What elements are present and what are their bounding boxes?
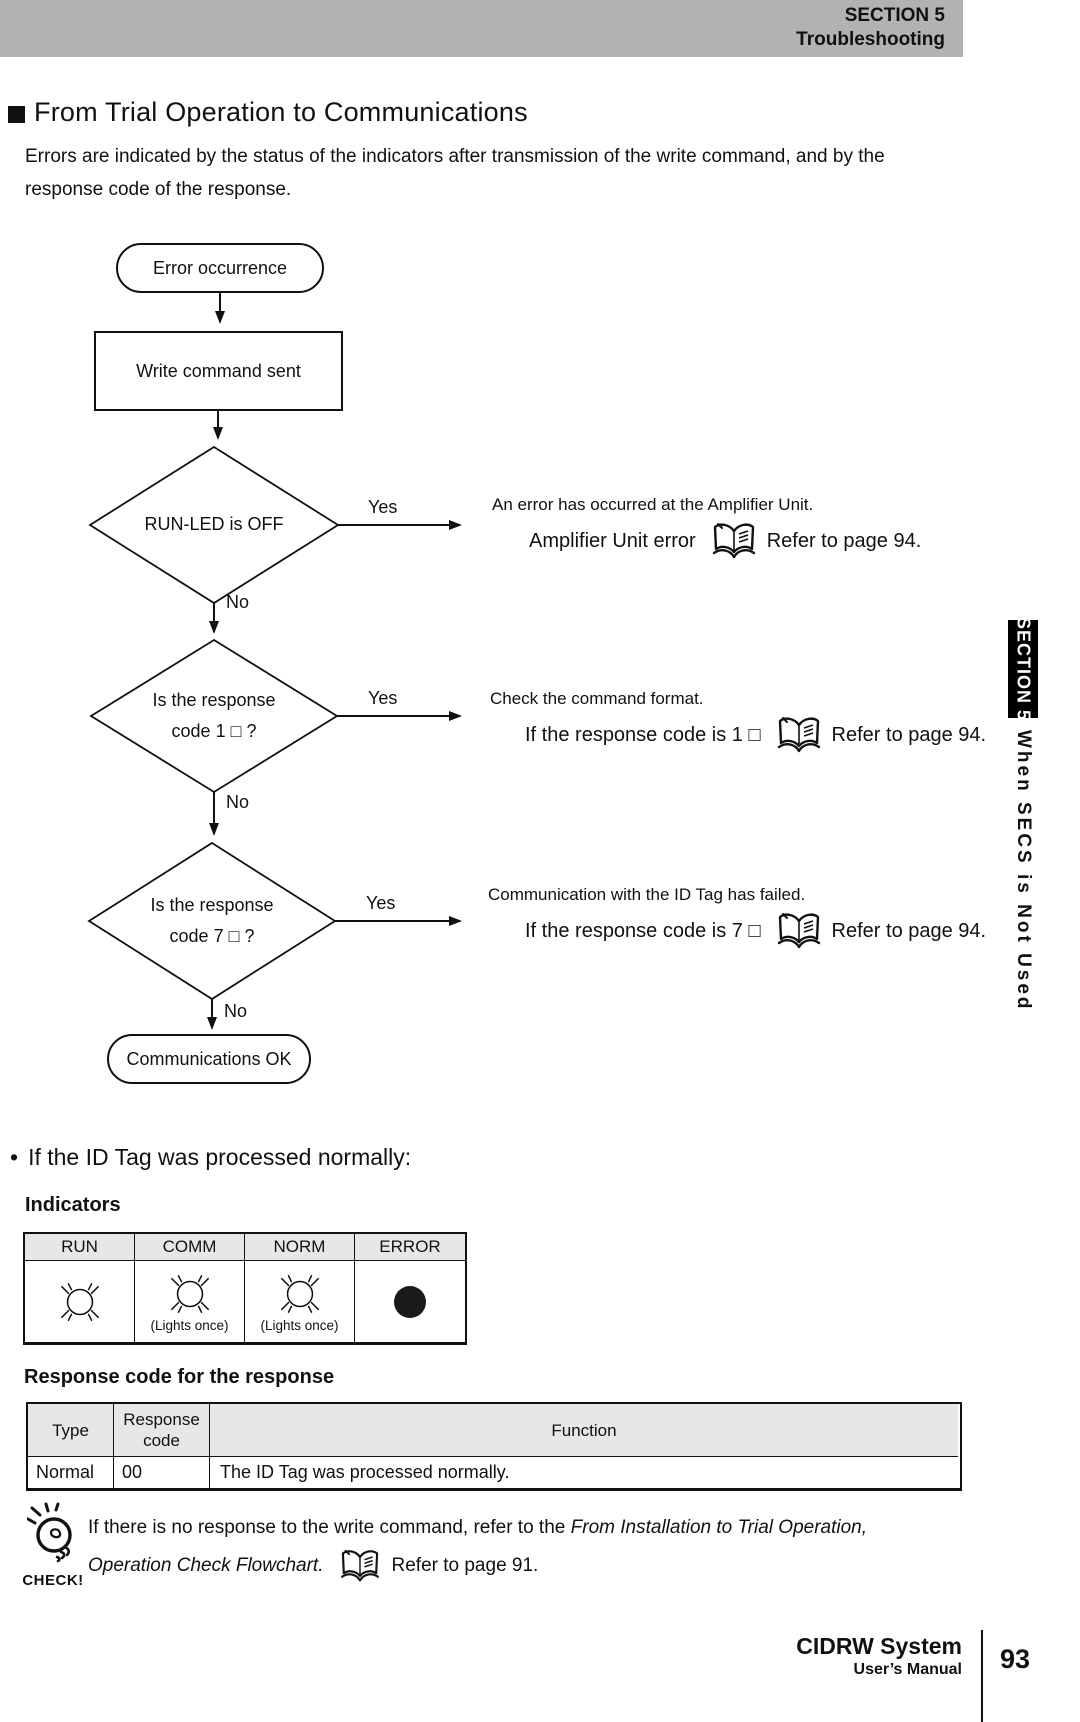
response-col-code: Response code: [114, 1404, 210, 1457]
response-col-function: Function: [210, 1404, 958, 1457]
book-icon: [712, 523, 755, 559]
branch1-refer: Refer to page 94.: [766, 529, 922, 552]
flow-step-label: Write command sent: [136, 361, 301, 381]
response-row-code: 00: [114, 1457, 210, 1488]
footer-product: CIDRW System: [796, 1633, 962, 1659]
lamp-lit-icon: [280, 1274, 319, 1313]
lamp-off-icon: [394, 1285, 426, 1318]
flow-start-label: Error occurrence: [152, 258, 288, 278]
indicators-table: RUN COMM NORM ERROR (Lights once) (Light…: [23, 1232, 467, 1345]
branch2-action: If the response code is 1 □: [525, 723, 761, 746]
indicators-col-error: ERROR: [355, 1234, 465, 1261]
no2-label: No: [226, 792, 250, 812]
no3-label: No: [224, 1001, 248, 1021]
intro-paragraph: Errors are indicated by the status of th…: [25, 146, 885, 200]
response-row-function: The ID Tag was processed normally.: [220, 1462, 510, 1482]
check-line2-refer: Refer to page 91.: [391, 1555, 539, 1576]
branch2-annotation: Check the command format. If the respons…: [490, 688, 986, 755]
check-line1: If there is no response to the write com…: [88, 1517, 571, 1538]
flow-end-label: Communications OK: [126, 1049, 292, 1069]
indicator-cell-run: [25, 1261, 135, 1342]
indicators-col-comm: COMM: [135, 1234, 245, 1261]
footer-page-number: 93: [1000, 1644, 1031, 1674]
book-icon: [777, 717, 820, 753]
response-row-type: Normal: [28, 1457, 114, 1488]
no1-label: No: [226, 592, 250, 612]
indicator-cell-error: [355, 1261, 465, 1342]
yes2-label: Yes: [368, 688, 398, 708]
branch1-note: An error has occurred at the Amplifier U…: [492, 495, 814, 514]
branch3-annotation: Communication with the ID Tag has failed…: [488, 884, 986, 951]
response-code-table: Type Response code Function Normal 00 Th…: [26, 1402, 962, 1491]
page-header-bar: SECTION 5 Troubleshooting: [0, 0, 963, 57]
flow-decision2-label: Is the response code 1 □ ?: [152, 690, 276, 741]
response-col-type: Type: [28, 1404, 114, 1457]
yes3-label: Yes: [366, 893, 396, 913]
footer-manual: User’s Manual: [853, 1661, 962, 1678]
indicator-cell-comm: (Lights once): [135, 1261, 245, 1342]
check-bulb-icon: [26, 1502, 72, 1563]
indicators-col-run: RUN: [25, 1234, 135, 1261]
header-section-label: SECTION 5: [844, 5, 945, 26]
branch2-note: Check the command format.: [490, 689, 704, 708]
branch3-action: If the response code is 7 □: [525, 919, 761, 942]
flow-decision1-label: RUN-LED is OFF: [144, 514, 284, 534]
lamp-lit-icon: [170, 1274, 209, 1313]
book-icon: [777, 913, 820, 949]
header-text: SECTION 5 Troubleshooting: [796, 4, 945, 52]
branch3-note: Communication with the ID Tag has failed…: [488, 885, 806, 904]
indicator-caption: (Lights once): [260, 1317, 339, 1333]
branch1-annotation: An error has occurred at the Amplifier U…: [492, 494, 921, 561]
indicators-col-norm: NORM: [245, 1234, 355, 1261]
square-bullet-icon: [8, 105, 25, 123]
check-line2-italic: Operation Check Flowchart.: [88, 1555, 324, 1576]
indicators-heading: Indicators: [25, 1194, 121, 1216]
indicator-cell-norm: (Lights once): [245, 1261, 355, 1342]
branch1-action: Amplifier Unit error: [529, 529, 696, 552]
flow-decision3-label: Is the response code 7 □ ?: [150, 895, 274, 946]
check-note-icon-wrap: CHECK!: [22, 1502, 84, 1589]
check-note-text: If there is no response to the write com…: [88, 1516, 867, 1584]
branch2-refer: Refer to page 94.: [831, 723, 987, 746]
section-heading: From Trial Operation to Communications: [8, 97, 528, 128]
side-tab-title: When SECS is Not Used: [1013, 730, 1034, 1012]
normal-case-bullet: • If the ID Tag was processed normally:: [10, 1144, 411, 1171]
indicator-caption: (Lights once): [150, 1317, 229, 1333]
response-table-heading: Response code for the response: [24, 1366, 335, 1388]
section-title: From Trial Operation to Communications: [34, 97, 528, 127]
lamp-lit-icon: [60, 1282, 99, 1321]
footer-divider: [981, 1630, 983, 1722]
book-icon: [340, 1549, 379, 1582]
check-line1-italic: From Installation to Trial Operation,: [570, 1517, 868, 1538]
yes1-label: Yes: [368, 497, 398, 517]
bullet-marker: •: [10, 1144, 19, 1170]
branch3-refer: Refer to page 94.: [831, 919, 987, 942]
header-chapter-label: Troubleshooting: [796, 29, 945, 50]
flow-end-shape: [107, 1034, 311, 1084]
normal-case-text: If the ID Tag was processed normally:: [28, 1144, 412, 1170]
side-tab-section: SECTION 5: [1008, 617, 1038, 721]
check-label: CHECK!: [22, 1572, 84, 1589]
